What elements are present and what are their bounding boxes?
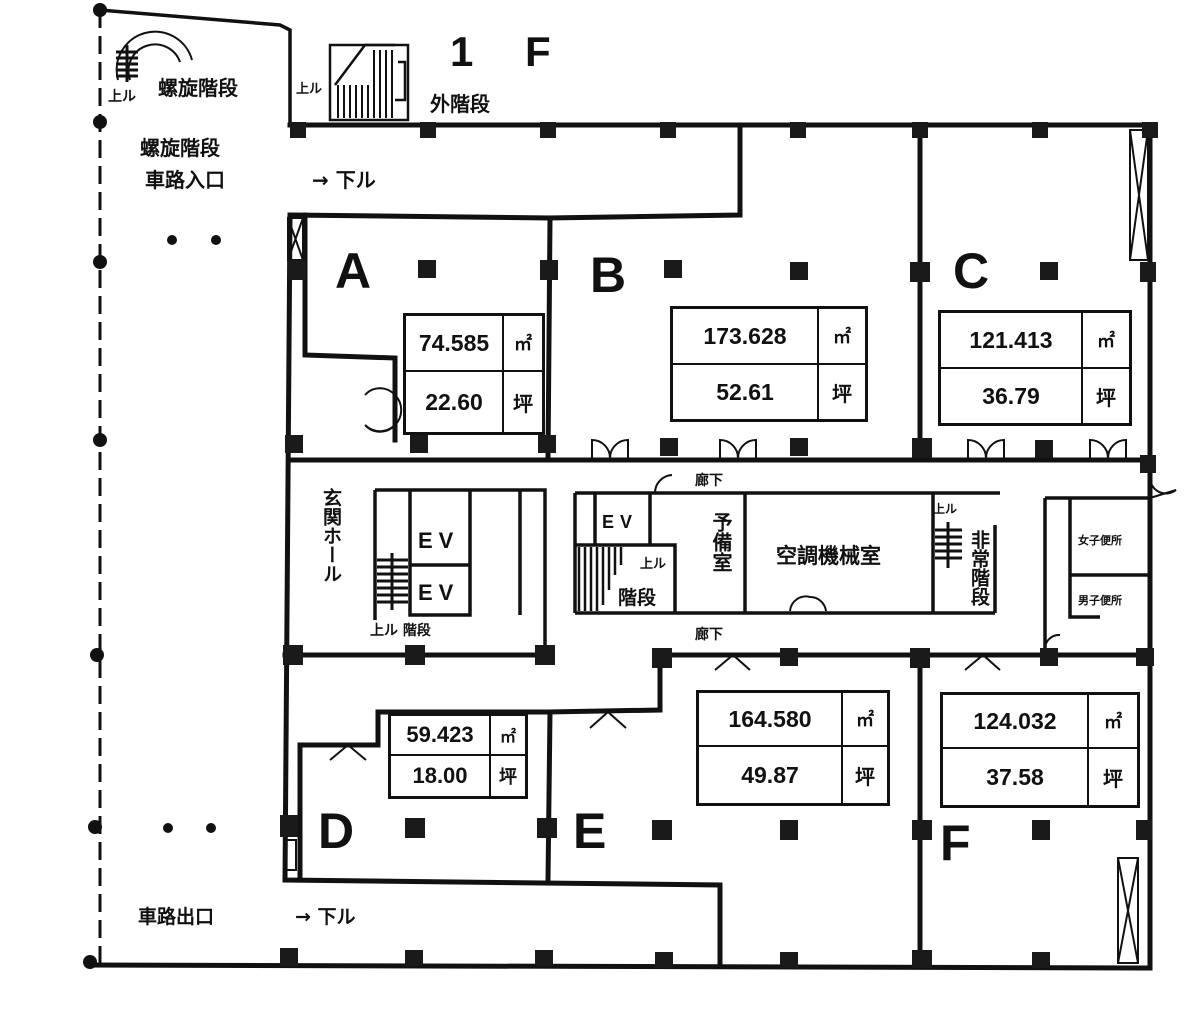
unit-c-area-box: 121.413 ㎡ 36.79 坪 <box>938 310 1132 426</box>
corridor-top-label: 廊下 <box>695 473 723 489</box>
stair-mid-up-label: 上ル <box>640 557 667 572</box>
mens-toilet-label: 男子便所 <box>1078 594 1122 607</box>
entrance-hall-label: 玄関ホール <box>320 488 342 583</box>
stair-mid-icon <box>577 547 623 611</box>
unit-letter-d: D <box>318 803 355 859</box>
floor-label: 1 F <box>450 28 571 75</box>
site-boundary <box>83 3 1153 971</box>
unit-b-sqm-unit: ㎡ <box>818 308 866 364</box>
stair-mid-label: 階段 <box>618 587 657 609</box>
outer-stair-up-label: 上ル <box>296 82 323 97</box>
car-entrance-label: 車路入口 <box>145 168 225 192</box>
unit-d-tsubo: 18.00 <box>390 755 490 797</box>
unit-e-sqm-unit: ㎡ <box>842 692 888 746</box>
unit-b-tsubo: 52.61 <box>672 364 818 420</box>
emergency-stair-icon <box>935 522 962 568</box>
unit-f-tsubo-unit: 坪 <box>1088 748 1138 806</box>
unit-e-tsubo: 49.87 <box>698 746 842 804</box>
preparation-room-label: 予備室 <box>709 512 733 572</box>
unit-letter-a: A <box>335 243 372 299</box>
unit-a-sqm: 74.585 <box>405 315 503 371</box>
ev-label-lower: EV <box>418 580 460 605</box>
unit-a-sqm-unit: ㎡ <box>503 315 543 371</box>
spiral-stair-label: 螺旋階段 <box>158 76 238 100</box>
unit-f-sqm-unit: ㎡ <box>1088 694 1138 748</box>
shaft-icons <box>285 129 1149 964</box>
unit-d-sqm-unit: ㎡ <box>490 715 526 755</box>
car-entrance-arrow: → 下ル <box>312 168 376 192</box>
stair-left-icon <box>377 553 408 610</box>
car-exit-arrow: → 下ル <box>295 906 356 928</box>
dot-markers <box>163 235 221 833</box>
unit-letter-c: C <box>953 243 990 299</box>
womens-toilet-label: 女子便所 <box>1078 534 1122 547</box>
unit-e-sqm: 164.580 <box>698 692 842 746</box>
unit-f-area-box: 124.032 ㎡ 37.58 坪 <box>940 692 1140 808</box>
unit-a-area-box: 74.585 ㎡ 22.60 坪 <box>403 313 545 435</box>
corridor-bottom-label: 廊下 <box>695 627 723 643</box>
unit-e-area-box: 164.580 ㎡ 49.87 坪 <box>696 690 890 806</box>
outer-stair-icon <box>328 43 410 122</box>
unit-c-tsubo: 36.79 <box>940 368 1082 424</box>
spiral-stair-up-label: 上ル <box>108 89 136 105</box>
unit-d-tsubo-unit: 坪 <box>490 755 526 797</box>
unit-letter-f: F <box>940 815 971 871</box>
unit-letter-b: B <box>590 247 627 303</box>
unit-a-tsubo: 22.60 <box>405 371 503 433</box>
unit-f-tsubo: 37.58 <box>942 748 1088 806</box>
unit-c-sqm: 121.413 <box>940 312 1082 368</box>
spiral-stair-icon <box>115 30 193 82</box>
door-swings <box>329 387 1177 761</box>
unit-d-sqm: 59.423 <box>390 715 490 755</box>
unit-b-sqm: 173.628 <box>672 308 818 364</box>
unit-f-sqm: 124.032 <box>942 694 1088 748</box>
unit-a-tsubo-unit: 坪 <box>503 371 543 433</box>
emergency-stair-label: 非常階段 <box>968 530 990 606</box>
unit-d-area-box: 59.423 ㎡ 18.00 坪 <box>388 713 528 799</box>
hvac-room-label: 空調機械室 <box>776 544 881 568</box>
spiral-stair-lower-label: 螺旋階段 <box>140 136 220 160</box>
ev-label-center: EV <box>602 512 639 532</box>
structural-columns <box>280 122 1158 968</box>
unit-b-area-box: 173.628 ㎡ 52.61 坪 <box>670 306 868 422</box>
unit-c-tsubo-unit: 坪 <box>1082 368 1130 424</box>
outer-stair-label: 外階段 <box>430 92 490 116</box>
ev-label-upper: EV <box>418 528 460 553</box>
stair-left-label: 上ル 階段 <box>370 623 431 639</box>
unit-letter-e: E <box>573 803 607 859</box>
unit-b-tsubo-unit: 坪 <box>818 364 866 420</box>
unit-e-tsubo-unit: 坪 <box>842 746 888 804</box>
emergency-stair-up-label: 上ル <box>933 502 958 516</box>
car-exit-label: 車路出口 <box>138 906 215 928</box>
unit-c-sqm-unit: ㎡ <box>1082 312 1130 368</box>
